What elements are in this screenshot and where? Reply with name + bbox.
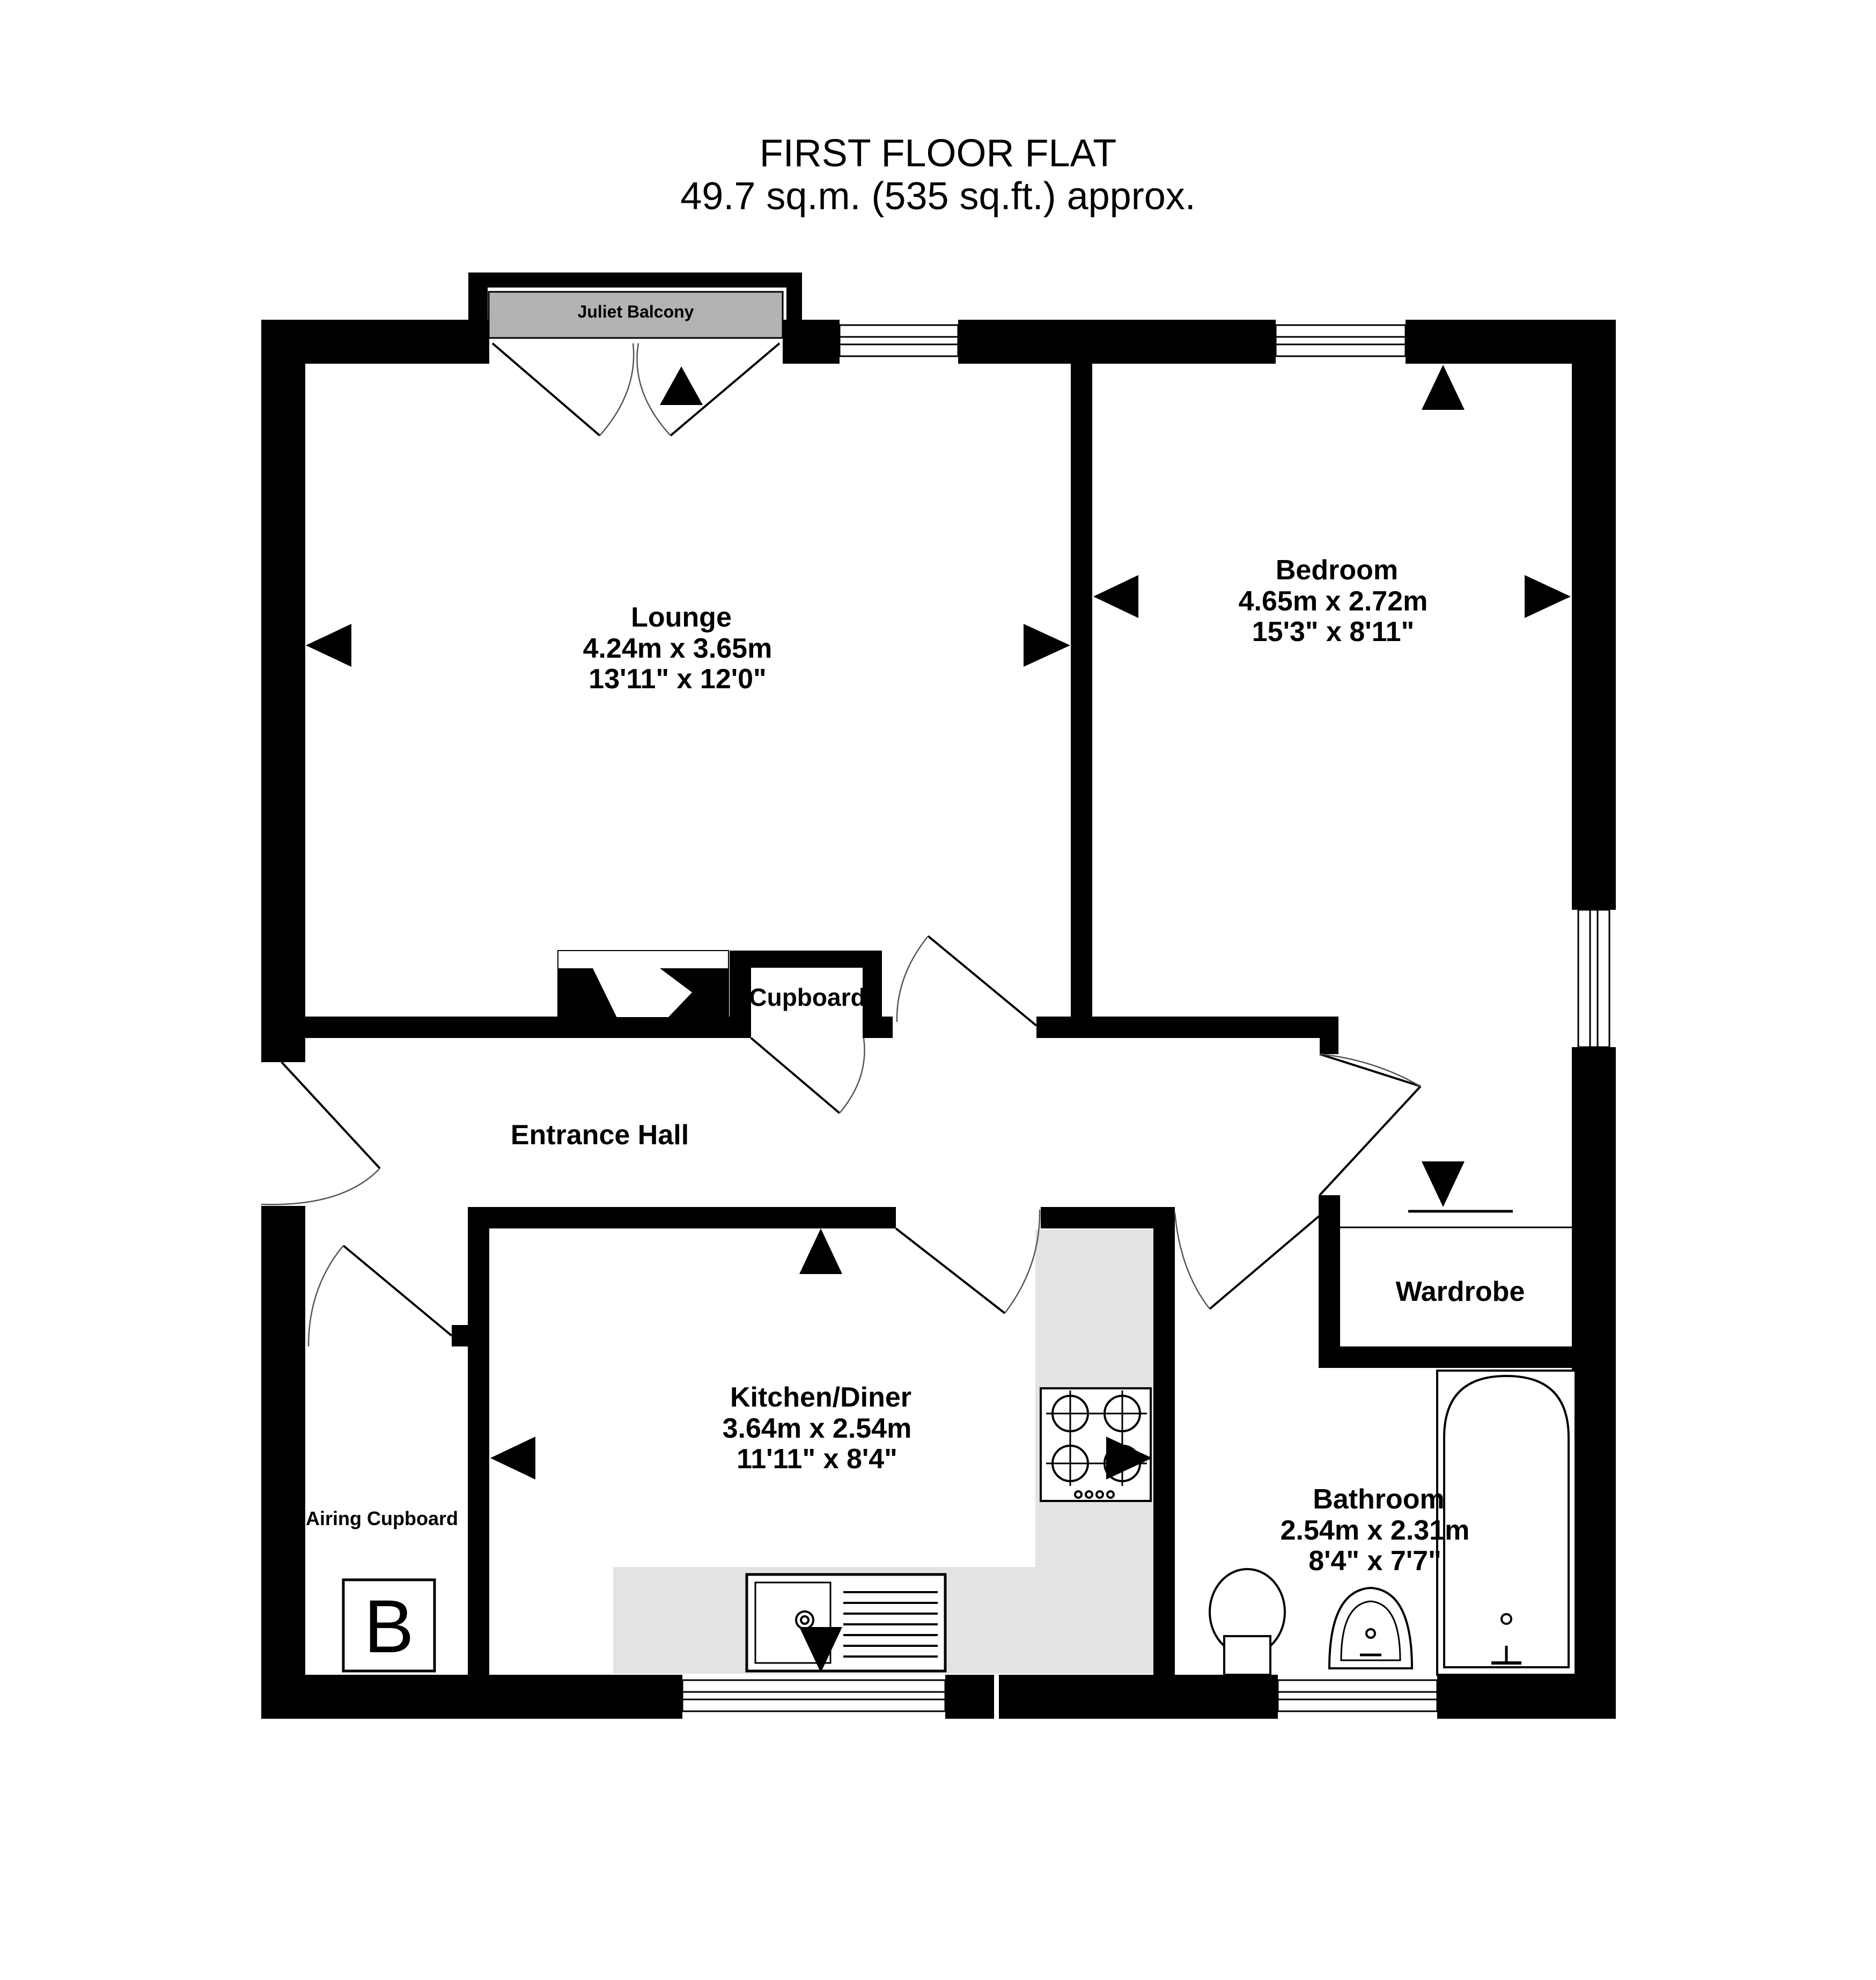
lounge-metric: 4.24m x 3.65m: [583, 633, 773, 664]
plan-area: 49.7 sq.m. (535 sq.ft.) approx.: [680, 175, 1196, 218]
orientation-arrow-icon: [306, 365, 1571, 1673]
bedroom-imperial: 15'3" x 8'11": [1252, 616, 1415, 647]
juliet-balcony-label: Juliet Balcony: [578, 302, 694, 321]
bathroom-metric: 2.54m x 2.31m: [1281, 1515, 1470, 1546]
kitchen-name: Kitchen/Diner: [730, 1382, 911, 1413]
bedroom-metric: 4.65m x 2.72m: [1239, 586, 1428, 617]
basin-icon: [1328, 1586, 1414, 1669]
svg-text:B: B: [364, 1584, 414, 1668]
bathroom-imperial: 8'4" x 7'7": [1308, 1545, 1441, 1577]
lounge-name: Lounge: [631, 602, 732, 633]
kitchen-imperial: 11'11" x 8'4": [737, 1444, 897, 1475]
cupboard-label: Cupboard: [749, 983, 865, 1011]
entrance-hall-label: Entrance Hall: [511, 1120, 689, 1151]
fireplace: [557, 950, 729, 1018]
airing-cupboard-label: Airing Cupboard: [306, 1507, 458, 1529]
hob-icon: [1040, 1387, 1152, 1502]
walls: [261, 320, 1616, 1719]
doors: [261, 342, 1422, 1347]
juliet-balcony: [488, 291, 784, 339]
toilet-icon: [1209, 1568, 1286, 1676]
bath-icon: [1436, 1370, 1577, 1676]
wardrobe-label: Wardrobe: [1396, 1276, 1525, 1307]
kitchen-metric: 3.64m x 2.54m: [723, 1413, 912, 1444]
boiler-icon: B: [342, 1578, 436, 1673]
plan-title: FIRST FLOOR FLAT: [759, 132, 1117, 175]
windows: [627, 320, 1616, 1719]
bedroom-name: Bedroom: [1276, 555, 1398, 586]
lounge-imperial: 13'11" x 12'0": [588, 664, 766, 695]
juliet-balcony-frame: [468, 273, 802, 288]
sink-icon: [745, 1573, 947, 1673]
bathroom-name: Bathroom: [1313, 1484, 1445, 1515]
